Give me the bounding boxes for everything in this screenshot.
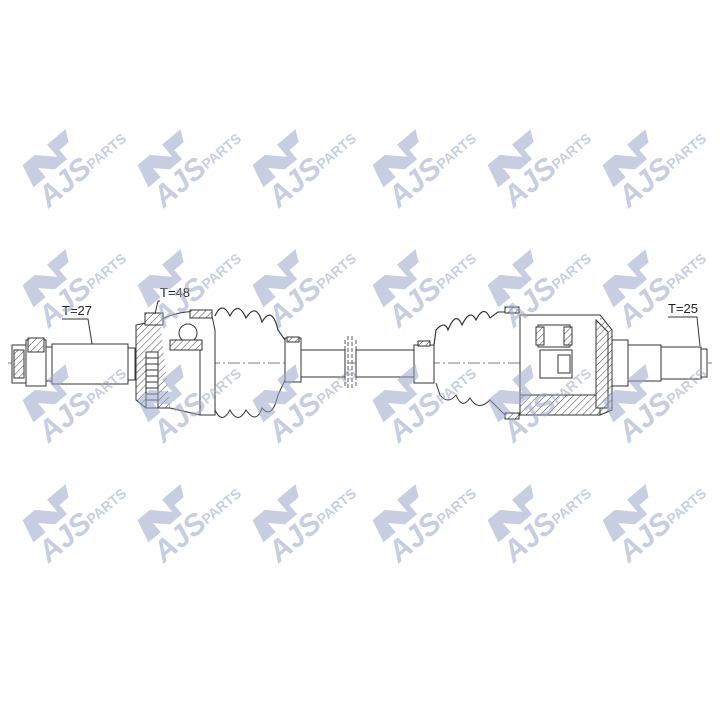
ajs-logo-icon [487,484,534,543]
watermark-suffix: PARTS [313,485,359,527]
ajs-logo-icon [22,364,69,423]
watermark-suffix: PARTS [83,485,129,527]
watermark-suffix: PARTS [663,130,709,172]
ajs-logo-icon [252,249,299,308]
watermark-suffix: PARTS [313,130,359,172]
inner-tripod-joint [519,314,613,416]
watermark-suffix: PARTS [83,250,129,292]
ajs-logo-icon [372,249,419,308]
ajs-logo-icon [372,364,419,423]
ajs-logo-icon [252,129,299,188]
watermark-suffix: PARTS [433,250,479,292]
watermark-suffix: PARTS [433,130,479,172]
ajs-logo-icon [602,249,649,308]
ajs-logo-icon [137,364,184,423]
ajs-logo-icon [487,364,534,423]
ajs-logo-icon [22,484,69,543]
ajs-logo-icon [602,129,649,188]
intermediate-shaft [300,336,417,390]
watermark-suffix: PARTS [83,130,129,172]
label-left-stub: T=27 [62,303,93,345]
watermark-suffix: PARTS [663,250,709,292]
label-t25: T=25 [668,301,698,316]
ajs-logo-icon [252,484,299,543]
label-right-stub: T=25 [668,301,701,347]
watermark-suffix: PARTS [198,485,244,527]
watermark-suffix: PARTS [433,485,479,527]
label-t27: T=27 [62,303,92,318]
right-boot [413,306,520,420]
ajs-logo-icon [137,129,184,188]
ajs-logo-icon [372,129,419,188]
watermark-suffix: PARTS [548,250,594,292]
right-stub [611,339,708,387]
ajs-logo-icon [22,249,69,308]
ajs-logo-icon [487,249,534,308]
watermark-suffix: PARTS [198,130,244,172]
ajs-logo-icon [137,249,184,308]
watermark-suffix: PARTS [313,250,359,292]
ajs-logo-icon [372,484,419,543]
ajs-logo-icon [487,129,534,188]
watermark-suffix: PARTS [548,485,594,527]
watermark-suffix: PARTS [663,485,709,527]
ajs-logo-icon [137,484,184,543]
ajs-logo-icon [252,364,299,423]
watermark-suffix: PARTS [198,250,244,292]
ajs-logo-icon [22,129,69,188]
ajs-logo-icon [602,484,649,543]
ajs-logo-icon [602,364,649,423]
watermark-suffix: PARTS [548,130,594,172]
